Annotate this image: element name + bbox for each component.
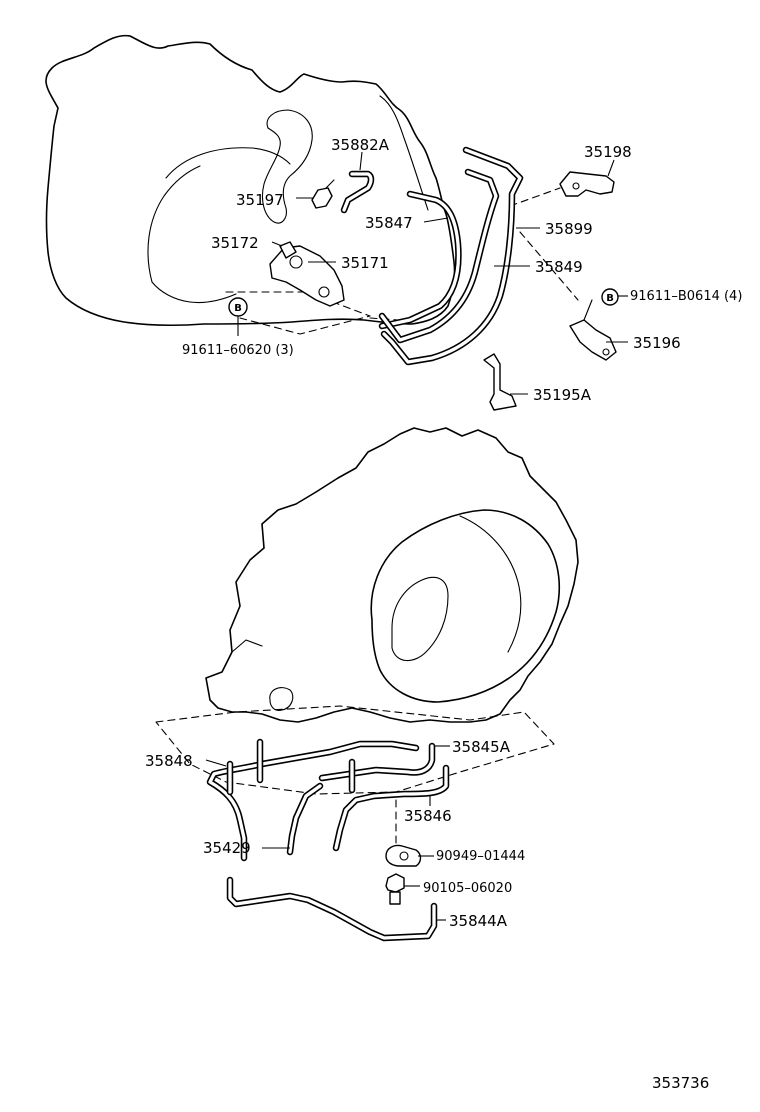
bell-housing-lower: [370, 509, 561, 703]
callout-35197: 35197: [236, 191, 284, 209]
callout-35172: 35172: [211, 234, 259, 252]
callout-35171: 35171: [341, 254, 389, 272]
callout-35882A: 35882A: [331, 136, 390, 154]
callout-35899: 35899: [545, 220, 593, 238]
part-35429-pipe-inner: [288, 784, 322, 854]
part-90949-01444-clamp: [385, 844, 422, 867]
transmission-case-outline-lower: [205, 427, 579, 723]
part-35171-hole-1: [289, 255, 303, 269]
part-35882A-hose-inner: [342, 172, 373, 212]
callout-35845A: 35845A: [452, 738, 511, 756]
part-90105-06020-bolt-head: [385, 873, 405, 893]
part-35197-clip-tab: [325, 179, 335, 189]
callout-90949-01444: 90949–01444: [436, 849, 525, 864]
part-35847-pipe-inner: [380, 192, 461, 328]
callout-35849: 35849: [535, 258, 583, 276]
part-35196-tab: [583, 299, 593, 321]
part-35196-bracket: [569, 319, 617, 361]
leader-35848: [205, 759, 227, 767]
bell-housing-inner-lower: [391, 576, 449, 662]
part-35848-stub-inner: [228, 740, 262, 794]
case-edge-lower: [231, 639, 263, 653]
leader-35172: [271, 241, 283, 247]
callout-35847: 35847: [365, 214, 413, 232]
ref-line-35198: [509, 187, 561, 207]
callout-90105-06020: 90105–06020: [423, 881, 512, 896]
ref-line-35195A: [519, 231, 579, 301]
callout-35429: 35429: [203, 839, 251, 857]
svg-text:B: B: [606, 293, 614, 304]
bolt-badge-91611-b0614: B: [601, 288, 619, 306]
part-35882A-hose-outer: [340, 170, 375, 214]
part-35849-pipe-inner: [380, 170, 498, 342]
part-90105-06020-bolt-shank: [389, 891, 401, 905]
part-35171-bracket: [269, 245, 345, 307]
ref-plane-lower: [155, 705, 555, 795]
callout-35848: 35848: [145, 752, 193, 770]
bell-housing-inner-upper: [147, 165, 201, 283]
diagram-id: 353736: [652, 1074, 709, 1092]
callout-91611-B0614: 91611–B0614 (4): [630, 289, 742, 304]
leader-35882A: [359, 151, 363, 171]
case-opening-upper: [261, 109, 313, 224]
part-35845A-pipe-inner: [320, 744, 434, 780]
bell-housing-ring-lower: [459, 515, 522, 653]
part-35844A-pipe-inner: [228, 878, 436, 940]
part-35172-fitting: [279, 241, 297, 259]
bell-housing-bottom-upper: [151, 281, 237, 304]
part-35198-bracket: [559, 171, 615, 197]
svg-text:B: B: [234, 303, 242, 314]
transmission-case-outline-upper: [45, 34, 456, 327]
part-35899-pipe-outer: [380, 146, 524, 366]
case-detail-line-upper: [379, 95, 429, 211]
callout-35195A: 35195A: [533, 386, 592, 404]
part-90949-01444-hole: [399, 851, 409, 861]
bell-housing-curve-upper: [165, 147, 291, 179]
part-35195A-bracket: [483, 353, 517, 411]
part-35197-clip: [311, 187, 333, 209]
leader-35198: [607, 159, 615, 177]
callout-35196: 35196: [633, 334, 681, 352]
part-35198-hole: [572, 182, 580, 190]
part-35846-pipe-inner: [334, 766, 448, 850]
part-35171-hole-2: [318, 286, 330, 298]
callout-35844A: 35844A: [449, 912, 508, 930]
bolt-badge-91611-60620: B: [228, 297, 248, 317]
callout-35198: 35198: [584, 143, 632, 161]
callout-35846: 35846: [404, 807, 452, 825]
part-35899-pipe-inner: [382, 148, 522, 364]
callout-91611-60620: 91611–60620 (3): [182, 343, 294, 358]
ref-line-bolt-left: [225, 291, 371, 335]
leader-35847: [423, 217, 449, 223]
part-35196-hole: [602, 348, 610, 356]
case-boss-lower: [269, 687, 294, 711]
